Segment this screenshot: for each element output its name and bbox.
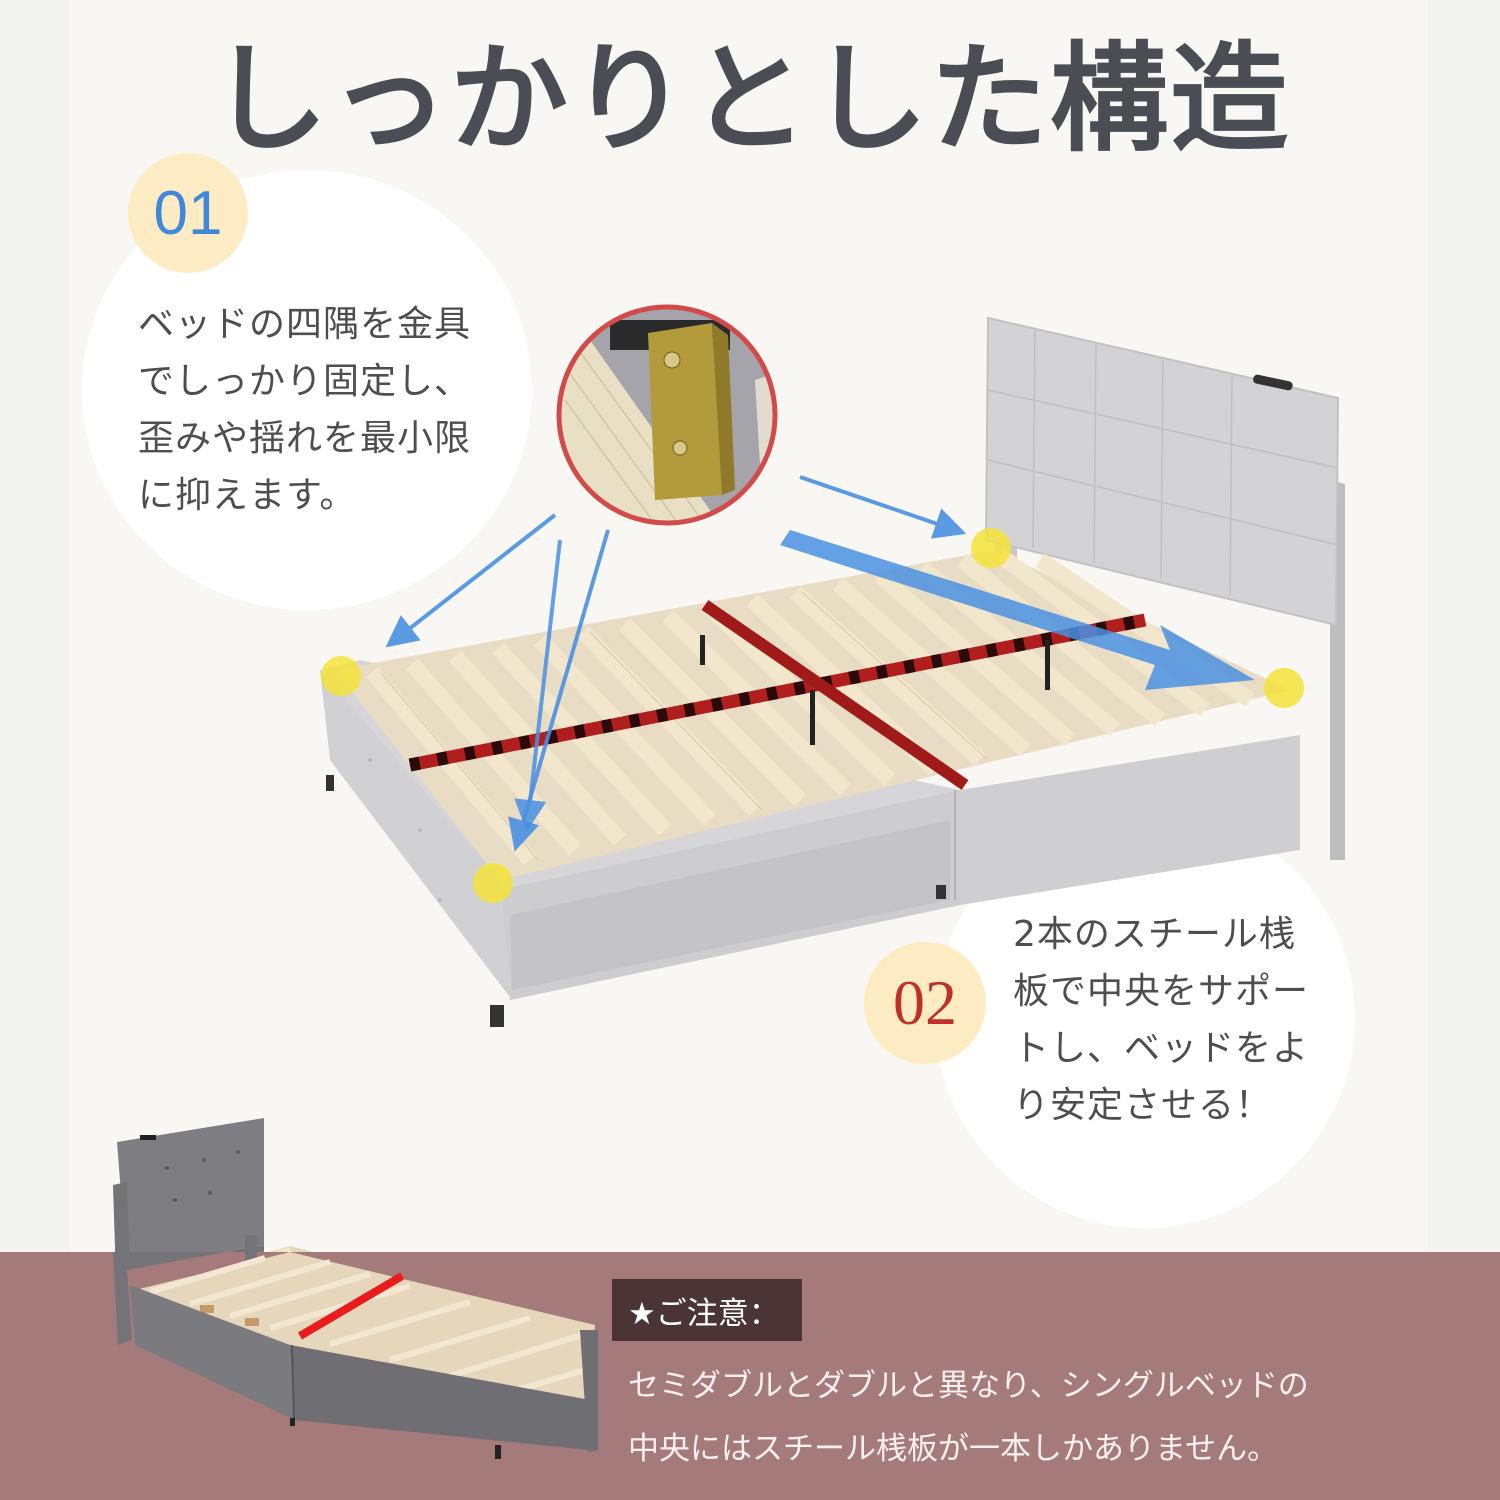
- feature-02-line: 板で中央をサポー: [1013, 971, 1310, 1012]
- feature-01-line: に抑えます。: [138, 475, 357, 516]
- feature-01-number-badge: 01: [128, 153, 248, 273]
- feature-01-line: ベッドの四隅を金具: [138, 304, 472, 345]
- feature-02-line: り安定させる！: [1013, 1085, 1273, 1126]
- feature-02-line: 2本のスチール桟: [1013, 914, 1296, 955]
- feature-01-line: 歪みや揺れを最小限: [138, 418, 472, 459]
- main-bed-image: [320, 316, 1345, 1027]
- feature-01-number: 01: [153, 178, 223, 248]
- notice-text: セミダブルとダブルと異なり、シングルベッドの 中央にはスチール桟板が一本しかあり…: [628, 1355, 1309, 1481]
- feature-02-number: 02: [893, 967, 957, 1038]
- feature-01-line: でしっかり固定し、: [138, 361, 472, 402]
- feature-02-line: トし、ベッドをよ: [1013, 1028, 1310, 1069]
- bracket-closeup-image: [556, 304, 778, 526]
- notice-line: セミダブルとダブルと異なり、シングルベッドの: [628, 1368, 1309, 1404]
- feature-02-description: 2本のスチール桟 板で中央をサポー トし、ベッドをよ り安定させる！: [1013, 906, 1309, 1134]
- notice-label: ★ご注意：: [612, 1279, 802, 1341]
- feature-01-description: ベッドの四隅を金具 でしっかり固定し、 歪みや揺れを最小限 に抑えます。: [138, 296, 471, 524]
- notice-line: 中央にはスチール桟板が一本しかありません。: [628, 1431, 1279, 1467]
- feature-02-number-badge: 02: [864, 942, 986, 1064]
- page-title: しっかりとした構造: [209, 30, 1290, 168]
